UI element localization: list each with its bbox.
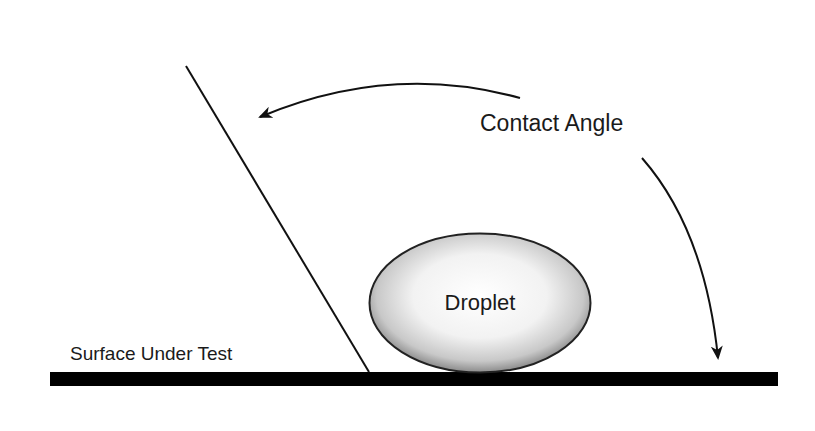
- angle-arrow: [642, 158, 718, 358]
- angle-label: Contact Angle: [480, 110, 623, 137]
- test-surface: [50, 372, 778, 386]
- droplet-shape: Droplet: [368, 232, 592, 374]
- droplet-label: Droplet: [445, 290, 516, 316]
- tangent-line: [186, 66, 369, 372]
- surface-label: Surface Under Test: [70, 343, 232, 365]
